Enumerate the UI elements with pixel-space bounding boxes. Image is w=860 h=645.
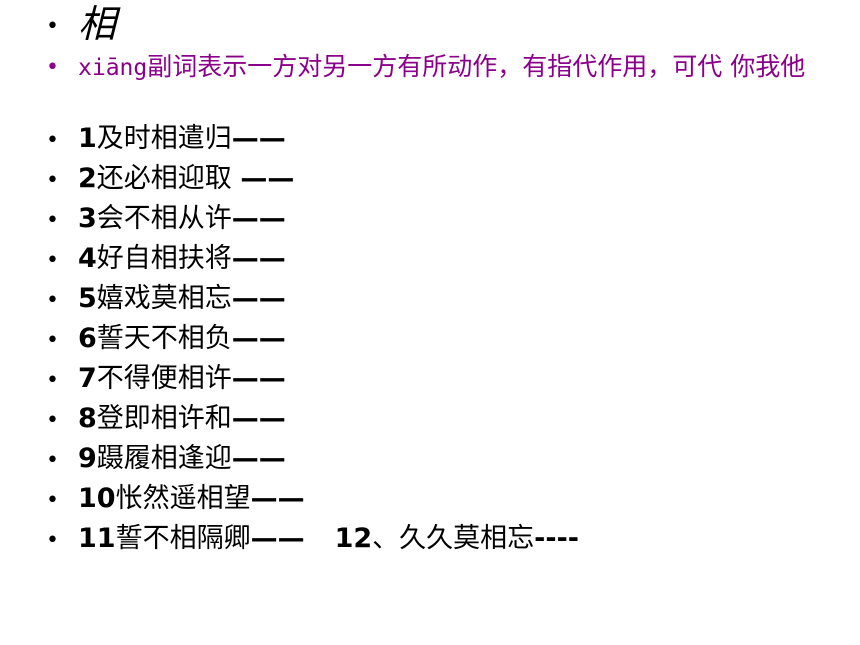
list-item-dash: —— bbox=[231, 323, 286, 354]
list-item: • 6誓天不相负—— bbox=[0, 322, 860, 358]
list-item-phrase: 登即相许和 bbox=[96, 403, 232, 434]
bullet-icon: • bbox=[46, 528, 59, 553]
list-item-dash: —— bbox=[231, 203, 286, 234]
list-item-dash: —— bbox=[231, 443, 286, 474]
list-item-dash: —— bbox=[231, 363, 286, 394]
list-item-dash: —— bbox=[231, 283, 286, 314]
list-item-text: 5嬉戏莫相忘—— bbox=[78, 282, 286, 316]
list-item-dash: —— bbox=[250, 523, 305, 554]
list-item-number: 1 bbox=[78, 123, 97, 154]
list-item-number: 10 bbox=[78, 483, 116, 514]
bullet-icon: • bbox=[46, 328, 59, 353]
definition-body: 副词表示一方对另一方有所动作，有指代作用，可代 你我他 bbox=[147, 52, 806, 81]
list-item-number: 9 bbox=[78, 443, 97, 474]
list-item-number: 6 bbox=[78, 323, 97, 354]
bullet-icon: • bbox=[46, 55, 59, 80]
list-item-dash: ---- bbox=[534, 523, 579, 554]
list-item-phrase: 誓不相隔卿 bbox=[115, 523, 251, 554]
list-item: • 9蹑履相逢迎—— bbox=[0, 442, 860, 478]
list-item-phrase: 、久久莫相忘 bbox=[372, 523, 535, 554]
list-item-text: 9蹑履相逢迎—— bbox=[78, 442, 286, 476]
list-item-phrase: 誓天不相负 bbox=[96, 323, 232, 354]
list-item-text: 1及时相遣归—— bbox=[78, 122, 286, 156]
list-item-number: 8 bbox=[78, 403, 97, 434]
list-item-dash: —— bbox=[240, 163, 295, 194]
bullet-icon: • bbox=[46, 128, 59, 153]
list-item-phrase: 嬉戏莫相忘 bbox=[96, 283, 232, 314]
list-item-phrase: 还必相迎取 bbox=[96, 163, 241, 194]
list-item-text: 4好自相扶将—— bbox=[78, 242, 286, 276]
list-item-dash: —— bbox=[231, 243, 286, 274]
bullet-icon: • bbox=[46, 488, 59, 513]
list-item: • 8登即相许和—— bbox=[0, 402, 860, 438]
definition-pinyin: xiāng bbox=[78, 55, 148, 81]
list-item-phrase: 会不相从许 bbox=[96, 203, 232, 234]
list-item-dash: —— bbox=[231, 123, 286, 154]
bullet-icon: • bbox=[46, 248, 59, 273]
list-item-number: 5 bbox=[78, 283, 97, 314]
list-item-number: 7 bbox=[78, 363, 97, 394]
list-item: • 5嬉戏莫相忘—— bbox=[0, 282, 860, 318]
list-item-phrase: 怅然遥相望 bbox=[115, 483, 251, 514]
list-item: • 2还必相迎取 —— bbox=[0, 162, 860, 198]
bullet-icon: • bbox=[46, 408, 59, 433]
list-item-number: 2 bbox=[78, 163, 97, 194]
definition-text: xiāng副词表示一方对另一方有所动作，有指代作用，可代 你我他 bbox=[78, 52, 858, 83]
list-item: • 4好自相扶将—— bbox=[0, 242, 860, 278]
list-item: • 10怅然遥相望—— bbox=[0, 482, 860, 518]
list-item-number: 12 bbox=[334, 523, 373, 554]
list-item-phrase: 不得便相许 bbox=[96, 363, 232, 394]
list-item-phrase: 好自相扶将 bbox=[96, 243, 232, 274]
list-item: • 11誓不相隔卿—— 12、久久莫相忘---- bbox=[0, 522, 860, 558]
slide-title: 相 bbox=[78, 2, 117, 46]
bullet-icon: • bbox=[46, 168, 59, 193]
list-item-text: 11誓不相隔卿—— 12、久久莫相忘---- bbox=[78, 522, 579, 556]
list-item-dash: —— bbox=[231, 403, 286, 434]
title-row: • 相 bbox=[0, 2, 860, 48]
bullet-icon: • bbox=[46, 448, 59, 473]
list-item-text: 2还必相迎取 —— bbox=[78, 162, 294, 196]
list-item-text: 8登即相许和—— bbox=[78, 402, 286, 436]
list-item-text: 7不得便相许—— bbox=[78, 362, 286, 396]
list-item-number: 4 bbox=[78, 243, 97, 274]
list-item-phrase: 蹑履相逢迎 bbox=[96, 443, 232, 474]
definition-row: • xiāng副词表示一方对另一方有所动作，有指代作用，可代 你我他 bbox=[0, 52, 860, 114]
list-item-text: 10怅然遥相望—— bbox=[78, 482, 305, 516]
list-item-text: 6誓天不相负—— bbox=[78, 322, 286, 356]
list-item: • 3会不相从许—— bbox=[0, 202, 860, 238]
list-item: • 1及时相遣归—— bbox=[0, 122, 860, 158]
bullet-icon: • bbox=[46, 208, 59, 233]
list-item-number: 11 bbox=[78, 523, 116, 554]
bullet-icon: • bbox=[46, 368, 59, 393]
list-item-text: 3会不相从许—— bbox=[78, 202, 286, 236]
list-item-dash: —— bbox=[250, 483, 305, 514]
bullet-icon: • bbox=[46, 288, 59, 313]
bullet-icon: • bbox=[46, 14, 59, 39]
list-item: • 7不得便相许—— bbox=[0, 362, 860, 398]
list-item-phrase: 及时相遣归 bbox=[96, 123, 232, 154]
list-item-number: 3 bbox=[78, 203, 97, 234]
